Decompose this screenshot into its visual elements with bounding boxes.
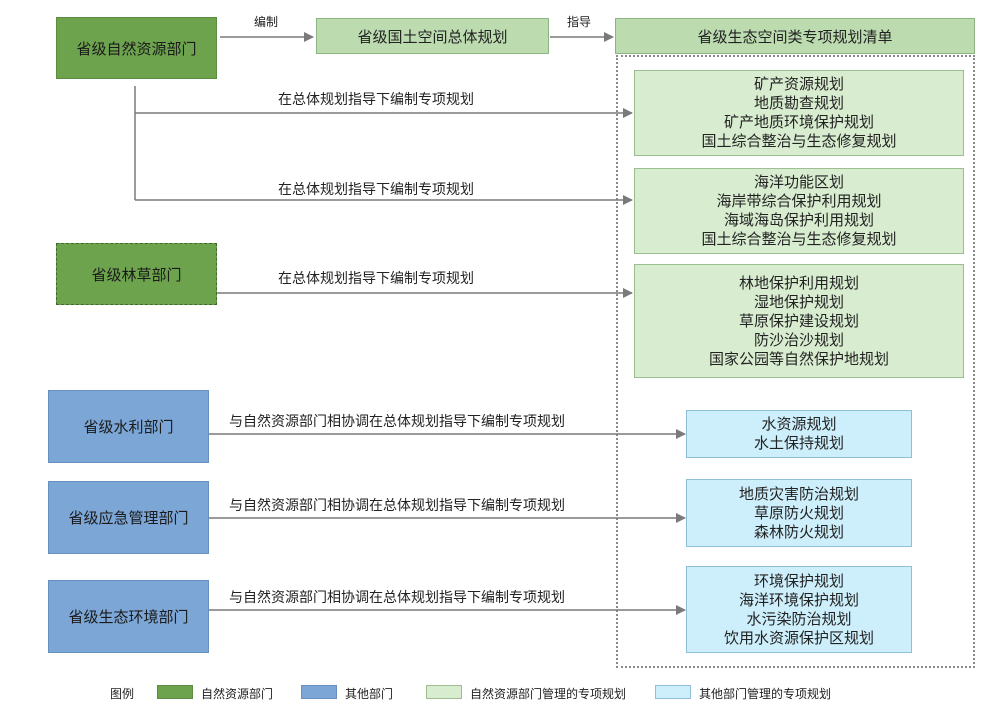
legend-label-natural-plan: 自然资源部门管理的专项规划	[470, 687, 627, 701]
plan-box-emergency: 地质灾害防治规划 草原防火规划 森林防火规划	[686, 479, 912, 547]
dept-natural-resources-label: 省级自然资源部门	[76, 39, 197, 58]
dept-natural-resources: 省级自然资源部门	[56, 17, 217, 79]
plan-item: 森林防火规划	[753, 522, 844, 541]
plan-box-marine: 海洋功能区划 海岸带综合保护利用规划 海域海岛保护利用规划 国土综合整治与生态修…	[634, 168, 964, 254]
label-coordinate-2: 与自然资源部门相协调在总体规划指导下编制专项规划	[229, 498, 565, 514]
plan-item: 湿地保护规划	[753, 292, 844, 311]
plan-item: 水资源规划	[761, 415, 837, 433]
plan-item: 国土综合整治与生态修复规划	[701, 132, 897, 150]
plan-item: 草原防火规划	[753, 503, 844, 522]
legend-label-other-plan: 其他部门管理的专项规划	[699, 687, 832, 701]
plan-item: 海域海岛保护利用规划	[723, 211, 874, 229]
label-under-guidance-2: 在总体规划指导下编制专项规划	[278, 182, 474, 198]
plan-item: 地质灾害防治规划	[738, 484, 859, 503]
special-plan-list-box: 省级生态空间类专项规划清单	[615, 18, 975, 54]
special-plan-list-label: 省级生态空间类专项规划清单	[697, 27, 893, 46]
plan-item: 海洋环境保护规划	[738, 590, 859, 609]
plan-item: 饮用水资源保护区规划	[723, 628, 874, 647]
dept-emergency: 省级应急管理部门	[48, 481, 209, 554]
legend-title: 图例	[110, 687, 135, 701]
dept-water-label: 省级水利部门	[83, 418, 174, 436]
plan-box-water: 水资源规划 水土保持规划	[686, 410, 912, 458]
label-under-guidance-1: 在总体规划指导下编制专项规划	[278, 92, 474, 108]
territorial-plan-label: 省级国土空间总体规划	[357, 27, 508, 46]
label-coordinate-3: 与自然资源部门相协调在总体规划指导下编制专项规划	[229, 590, 565, 606]
legend-label-other-dept: 其他部门	[345, 687, 394, 701]
legend-swatch-natural-dept	[157, 685, 193, 699]
dept-water: 省级水利部门	[48, 390, 209, 463]
territorial-plan-box: 省级国土空间总体规划	[316, 18, 549, 54]
plan-item: 矿产资源规划	[753, 75, 844, 93]
plan-box-environment: 环境保护规划 海洋环境保护规划 水污染防治规划 饮用水资源保护区规划	[686, 566, 912, 653]
dept-environment: 省级生态环境部门	[48, 580, 209, 653]
dept-environment-label: 省级生态环境部门	[68, 608, 189, 626]
plan-item: 国土综合整治与生态修复规划	[701, 230, 897, 248]
plan-item: 防沙治沙规划	[753, 330, 844, 349]
plan-item: 海洋功能区划	[753, 173, 844, 191]
plan-item: 海岸带综合保护利用规划	[716, 192, 882, 210]
plan-box-mineral: 矿产资源规划 地质勘查规划 矿产地质环境保护规划 国土综合整治与生态修复规划	[634, 70, 964, 156]
plan-item: 地质勘查规划	[753, 94, 844, 112]
plan-item: 环境保护规划	[753, 571, 844, 590]
label-compile: 编制	[254, 15, 279, 29]
label-under-guidance-3: 在总体规划指导下编制专项规划	[278, 271, 474, 287]
plan-item: 国家公园等自然保护地规划	[708, 349, 889, 368]
label-coordinate-1: 与自然资源部门相协调在总体规划指导下编制专项规划	[229, 414, 565, 430]
dept-emergency-label: 省级应急管理部门	[68, 509, 189, 527]
label-guide: 指导	[567, 15, 592, 29]
plan-box-forest: 林地保护利用规划 湿地保护规划 草原保护建设规划 防沙治沙规划 国家公园等自然保…	[634, 264, 964, 378]
plan-item: 林地保护利用规划	[738, 273, 859, 292]
plan-item: 水污染防治规划	[746, 609, 852, 628]
special-plan-region	[616, 55, 975, 668]
plan-item: 水土保持规划	[753, 434, 844, 452]
legend-swatch-other-plan	[655, 685, 691, 699]
legend-swatch-other-dept	[301, 685, 337, 699]
dept-forest-grass-label: 省级林草部门	[91, 265, 182, 284]
plan-item: 草原保护建设规划	[738, 311, 859, 330]
dept-forest-grass: 省级林草部门	[56, 243, 217, 305]
plan-item: 矿产地质环境保护规划	[723, 113, 874, 131]
legend-label-natural-dept: 自然资源部门	[201, 687, 274, 701]
legend-swatch-natural-plan	[426, 685, 462, 699]
